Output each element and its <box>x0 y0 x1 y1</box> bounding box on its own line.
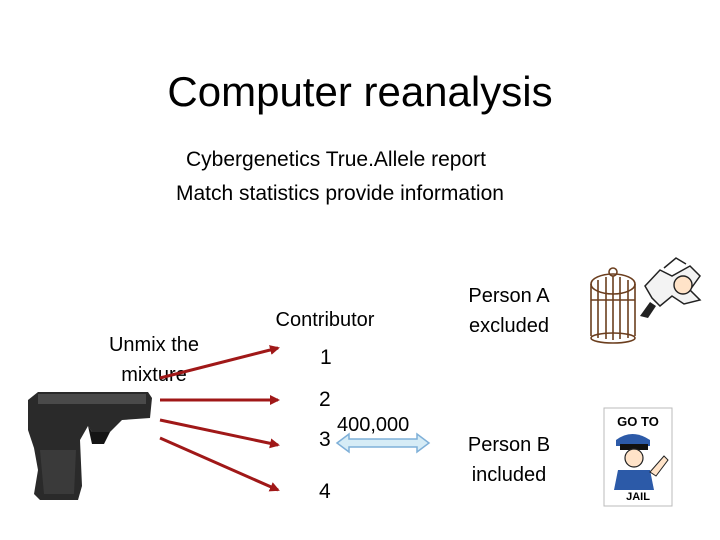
person-a-line-2: excluded <box>468 315 550 337</box>
match-statistic: 400,000 <box>337 414 410 436</box>
contributor-3: 3 <box>319 428 331 451</box>
double-arrow-icon <box>335 432 431 454</box>
unmix-arrows <box>159 345 280 492</box>
subtitle-line-1: Cybergenetics True.Allele report <box>186 148 486 171</box>
unmix-label: Unmix the mixture <box>86 330 222 390</box>
unmix-label-line-2: mixture <box>121 364 187 386</box>
arrow-to-contributor-4 <box>159 436 280 492</box>
person-a-line-1: Person A <box>468 285 550 307</box>
unmix-label-line-1: Unmix the <box>108 334 200 356</box>
person-b-line-1: Person B <box>467 434 551 456</box>
contributor-4: 4 <box>319 480 331 503</box>
jail-card-bottom-text: JAIL <box>626 491 650 503</box>
person-b-label: Person B included <box>454 430 564 490</box>
slide-title: Computer reanalysis <box>167 68 553 115</box>
contributor-label: Contributor <box>275 309 375 331</box>
contributor-2: 2 <box>319 388 331 411</box>
subtitle-line-2: Match statistics provide information <box>176 182 504 205</box>
contributor-1: 1 <box>320 346 332 369</box>
empty-birdcage-icon <box>590 267 636 344</box>
flying-man-icon <box>640 257 702 318</box>
arrow-to-contributor-3 <box>159 418 280 449</box>
person-b-line-2: included <box>471 464 547 486</box>
jail-card-top-text: GO TO <box>617 414 659 429</box>
go-to-jail-icon: GO TO JAIL <box>603 407 673 507</box>
arrow-to-contributor-1 <box>159 345 280 380</box>
person-a-label: Person A excluded <box>454 281 564 341</box>
pistol-icon <box>28 392 152 500</box>
